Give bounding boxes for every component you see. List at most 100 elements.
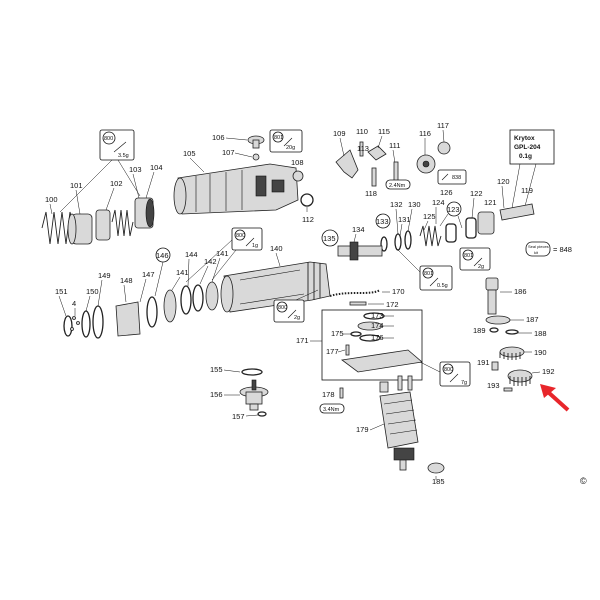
svg-text:800: 800 [236,233,245,239]
label-151: 151 [55,287,68,296]
gear-192 [507,369,533,386]
spring-assembly-100-104 [41,197,155,245]
belt-170 [329,289,381,297]
svg-text:= 848: = 848 [553,245,572,254]
clip-157 [257,411,267,417]
label-104: 104 [150,163,163,172]
svg-text:123: 123 [447,205,460,214]
label-191: 191 [477,358,490,367]
bar-119 [499,203,535,221]
svg-text:7g: 7g [461,380,467,386]
spindle-134 [337,241,383,261]
base-plate-171 [340,349,423,373]
lever-109 [335,149,359,179]
label-126: 126 [440,188,453,197]
label-130: 130 [408,200,421,209]
svg-text:Seal pieces: Seal pieces [528,244,549,249]
highlight-arrow-icon [540,384,570,412]
label-173: 173 [371,311,384,320]
svg-text:800: 800 [444,367,453,373]
torque-tag-2.4nm: 2.4Nm [385,179,411,190]
label-102: 102 [110,179,123,188]
label-177: 177 [326,347,339,356]
grease-tag-800-7g: 800 7g [439,361,471,387]
label-107: 107 [222,148,235,157]
label-149: 149 [98,271,111,280]
torque-tag-3.4nm: 3.4Nm [319,403,345,414]
label-193: 193 [487,381,500,390]
label-117: 117 [437,121,449,130]
grease-gun-icon [429,277,439,287]
nut-117 [437,141,451,155]
label-150: 150 [86,287,99,296]
grease-gun-icon [287,309,297,319]
label-112: 112 [302,215,314,224]
label-118: 118 [365,189,377,198]
label-115: 115 [378,127,390,136]
screw-178 [339,387,344,399]
label-120: 120 [497,177,510,186]
label-122: 122 [470,189,483,198]
svg-text:0.1g: 0.1g [519,153,532,160]
label-147: 147 [142,270,155,279]
label-113: 113 [357,144,369,153]
krytox-note: Krytox GPL-204 0.1g [509,129,555,165]
svg-text:801: 801 [424,271,433,277]
spring-103 [111,209,134,237]
label-108: 108 [291,158,304,167]
label-171: 171 [296,336,309,345]
key-193 [503,387,513,392]
barrel-140 [220,261,331,313]
gear-housing-105 [173,163,299,215]
grease-tag-800-1g: 800 1g [231,227,263,251]
label-131: 131 [398,215,411,224]
label-134: 134 [352,225,365,234]
clamp-148 [115,301,141,337]
svg-text:2.4Nm: 2.4Nm [389,183,406,189]
svg-text:135: 135 [323,234,336,243]
pin-191 [491,361,499,371]
grease-tag-801-0.5g: 801 0.5g [419,265,453,291]
copyright-mark: © [580,476,587,486]
label-192: 192 [542,367,555,376]
svg-text:801: 801 [464,253,473,259]
label-176: 176 [371,333,384,342]
label-157: 157 [232,412,245,421]
pin-172 [349,301,367,306]
label-124: 124 [432,198,445,207]
grease-gun-icon [449,373,459,383]
armature-179 [379,375,445,474]
label-148: 148 [120,276,133,285]
grease-tag-800-3.5g: 800 3.5g [99,129,135,161]
label-121: 121 [484,198,497,207]
ring-112 [300,193,314,207]
label-111: 111 [389,141,400,150]
pin-107 [252,153,260,161]
grease-tag-801-20g: 801 20g [269,129,303,153]
label-172: 172 [386,300,399,309]
pin-110-113 [359,141,387,161]
svg-text:801: 801 [274,135,283,141]
svg-text:Krytox: Krytox [514,135,535,142]
grease-tag-800-2g: 800 2g [273,299,305,323]
svg-text:kit: kit [534,250,539,255]
callout-133 [375,213,391,229]
svg-text:0.5g: 0.5g [437,283,448,289]
label-187: 187 [526,315,539,324]
label-174: 174 [371,321,384,330]
collar-121-122 [465,211,495,239]
label-125: 125 [423,212,436,221]
grease-gun-icon [245,237,255,247]
grease-gun-icon [113,141,127,153]
label-132: 132 [390,200,403,209]
label-178: 178 [322,390,335,399]
svg-text:3.4Nm: 3.4Nm [323,407,340,413]
grease-gun-icon [283,137,293,147]
callout-123 [446,201,462,217]
svg-text:838: 838 [452,175,461,181]
label-190: 190 [534,348,547,357]
grease-gun-icon [473,257,483,267]
svg-text:2g: 2g [294,315,300,321]
